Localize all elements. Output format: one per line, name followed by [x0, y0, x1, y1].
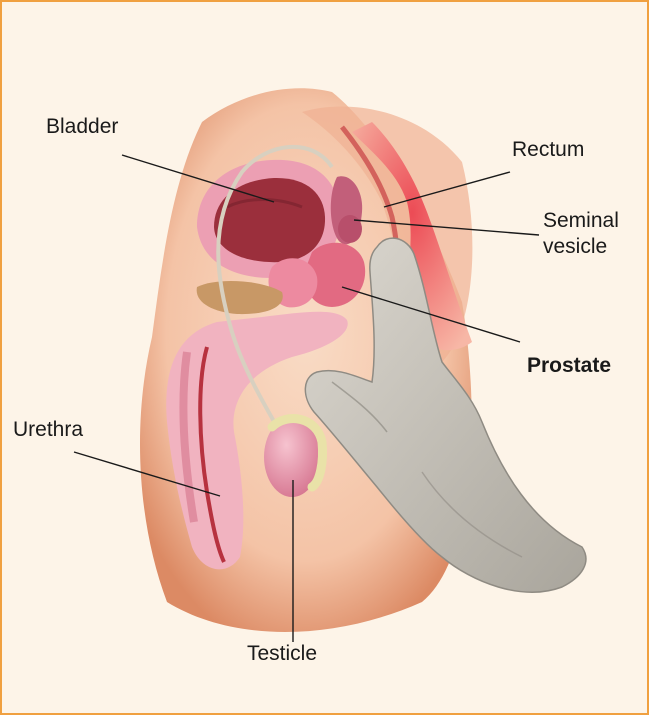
- prostate-label: Prostate: [527, 354, 611, 378]
- seminal-vesicle-label-line2: vesicle: [543, 235, 607, 259]
- bladder-leader-line: [122, 155, 274, 202]
- urethra-label: Urethra: [13, 418, 83, 442]
- urethra-leader-line: [74, 452, 220, 496]
- seminal-vesicle-label-line1: Seminal: [543, 209, 619, 233]
- rectum-leader-line: [384, 172, 510, 207]
- rectum-label: Rectum: [512, 138, 584, 162]
- seminal-vesicle-leader-line: [354, 220, 539, 235]
- prostate-leader-line: [342, 287, 520, 342]
- bladder-label: Bladder: [46, 115, 118, 139]
- testicle-label: Testicle: [247, 642, 317, 666]
